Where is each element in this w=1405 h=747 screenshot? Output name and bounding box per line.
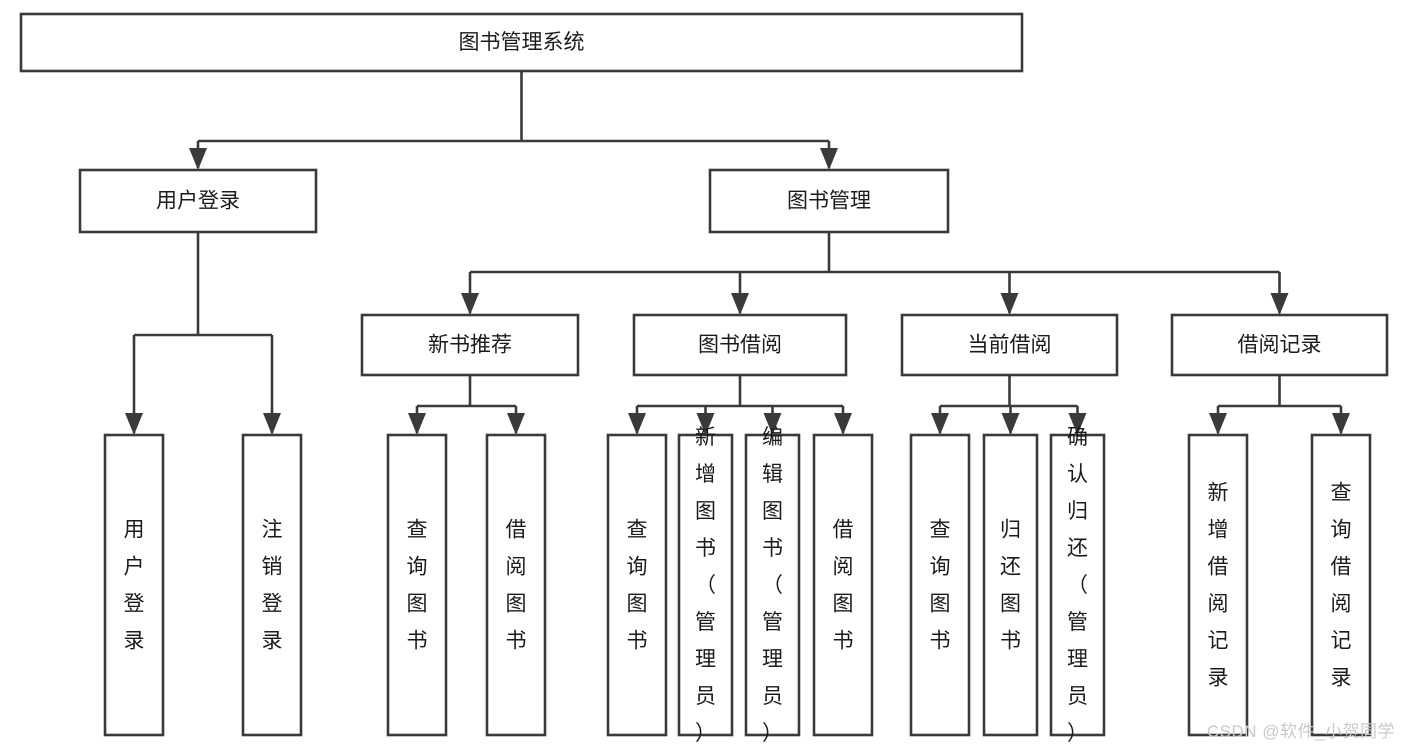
level3-node-book-borrow[interactable]: 图书借阅: [632, 313, 848, 377]
node-label: 图书借阅: [698, 334, 782, 357]
node-rect: [900, 313, 1119, 377]
level2-node-book-manage[interactable]: 图书管理: [708, 168, 950, 234]
leaf-node-leaf-query-book-3[interactable]: 查询图书: [909, 433, 971, 737]
node-rect: [744, 433, 801, 737]
node-rect: [386, 433, 448, 737]
level3-node-borrow-record[interactable]: 借阅记录: [1170, 313, 1389, 377]
arrow-head-icon: [628, 413, 646, 435]
node-label: 新增借阅记录: [1208, 482, 1229, 690]
node-label: 注销登录: [262, 519, 283, 653]
node-rect: [19, 12, 1024, 73]
arrow-head-icon: [408, 413, 426, 435]
leaf-node-leaf-borrow-book-2[interactable]: 借阅图书: [812, 433, 874, 737]
connectors-layer: [125, 71, 1350, 435]
arrow-head-icon: [834, 413, 852, 435]
node-rect: [360, 313, 580, 377]
node-label: 查询图书: [627, 519, 648, 653]
node-rect: [606, 433, 668, 737]
arrow-head-icon: [696, 413, 715, 435]
node-label: 当前借阅: [968, 334, 1052, 357]
node-rect: [103, 433, 165, 737]
arrow-head-icon: [507, 413, 525, 435]
node-rect: [78, 168, 318, 234]
node-label: 确认归还（管理员）: [1067, 426, 1088, 745]
node-rect: [1170, 313, 1389, 377]
node-rect: [485, 433, 547, 737]
node-label: 借阅记录: [1238, 334, 1322, 357]
arrow-head-icon: [1209, 413, 1227, 435]
arrow-head-icon: [1000, 293, 1019, 315]
arrow-head-icon: [931, 413, 949, 435]
node-label: 图书管理系统: [459, 31, 585, 54]
leaf-node-leaf-query-record[interactable]: 查询借阅记录: [1310, 433, 1372, 737]
leaf-node-leaf-add-book[interactable]: 新增图书（管理员）: [677, 426, 734, 745]
arrow-head-icon: [1332, 413, 1350, 435]
node-rect: [241, 433, 303, 737]
node-rect: [1187, 433, 1249, 737]
leaf-node-leaf-add-record[interactable]: 新增借阅记录: [1187, 433, 1249, 737]
arrow-head-icon: [1001, 413, 1020, 435]
node-label: 查询图书: [930, 519, 951, 653]
leaf-node-leaf-borrow-book-1[interactable]: 借阅图书: [485, 433, 547, 737]
arrow-head-icon: [731, 293, 749, 315]
level2-node-user-login[interactable]: 用户登录: [78, 168, 318, 234]
node-rect: [677, 433, 734, 737]
node-rect: [982, 433, 1039, 737]
node-rect: [708, 168, 950, 234]
arrow-head-icon: [189, 148, 207, 170]
node-rect: [632, 313, 848, 377]
node-label: 图书管理: [787, 190, 871, 213]
arrow-head-icon: [820, 148, 838, 170]
node-label: 用户登录: [156, 190, 240, 213]
leaf-node-leaf-user-logout[interactable]: 注销登录: [241, 433, 303, 737]
leaf-node-leaf-user-login[interactable]: 用户登录: [103, 433, 165, 737]
node-rect: [812, 433, 874, 737]
arrow-head-icon: [125, 413, 143, 435]
node-rect: [1049, 433, 1106, 737]
node-label: 查询借阅记录: [1331, 482, 1352, 690]
node-label: 归还图书: [1000, 519, 1021, 653]
node-label: 新书推荐: [428, 334, 512, 357]
node-label: 用户登录: [124, 519, 145, 653]
node-rect: [1310, 433, 1372, 737]
leaf-node-leaf-query-book-2[interactable]: 查询图书: [606, 433, 668, 737]
leaf-node-leaf-return-book[interactable]: 归还图书: [982, 433, 1039, 737]
root-node-root[interactable]: 图书管理系统: [19, 12, 1024, 73]
leaf-node-leaf-query-book-1[interactable]: 查询图书: [386, 433, 448, 737]
node-label: 查询图书: [407, 519, 428, 653]
level3-node-new-book-recommend[interactable]: 新书推荐: [360, 313, 580, 377]
level3-node-current-borrow[interactable]: 当前借阅: [900, 313, 1119, 377]
watermark-label: CSDN @软件_小贺同学: [1206, 722, 1395, 741]
arrow-head-icon: [1270, 293, 1289, 315]
arrow-head-icon: [263, 413, 281, 435]
node-label: 借阅图书: [833, 519, 854, 653]
node-label: 编辑图书（管理员）: [762, 426, 783, 745]
arrow-head-icon: [461, 293, 479, 315]
node-rect: [909, 433, 971, 737]
nodes-layer: 图书管理系统用户登录图书管理新书推荐图书借阅当前借阅借阅记录用户登录注销登录查询…: [19, 12, 1389, 745]
leaf-node-leaf-edit-book[interactable]: 编辑图书（管理员）: [744, 426, 801, 745]
leaf-node-leaf-confirm-return[interactable]: 确认归还（管理员）: [1049, 426, 1106, 745]
node-label: 新增图书（管理员）: [695, 426, 716, 745]
arrow-head-icon: [1068, 413, 1087, 435]
node-label: 借阅图书: [506, 519, 527, 653]
arrow-head-icon: [763, 413, 782, 435]
